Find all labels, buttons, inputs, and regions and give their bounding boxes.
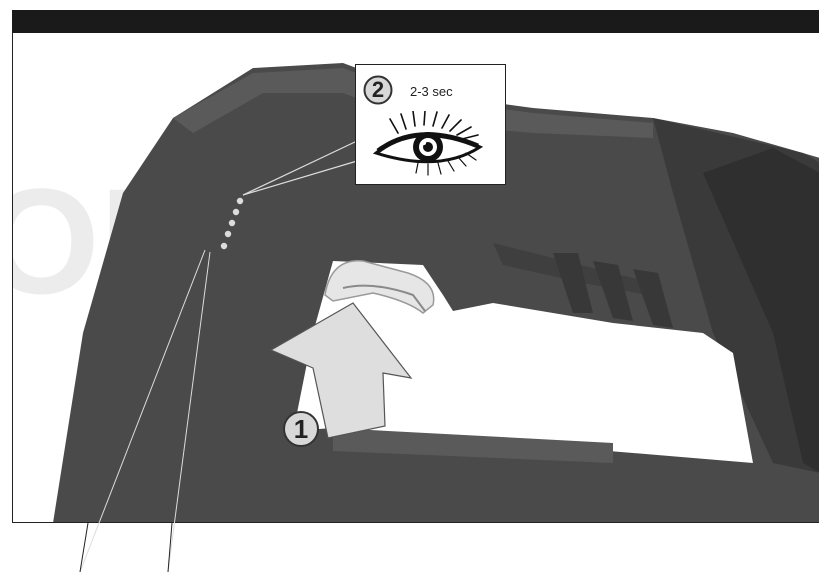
led-indicator bbox=[236, 197, 244, 205]
led-indicator bbox=[228, 219, 236, 227]
led-indicator bbox=[224, 230, 232, 238]
step-1-badge: 1 bbox=[282, 410, 320, 448]
duration-label: 2-3 sec bbox=[410, 84, 453, 99]
callout-box: 2 2-3 sec bbox=[355, 64, 506, 185]
header-bar bbox=[12, 10, 819, 33]
eye-icon bbox=[372, 111, 484, 176]
circle-icon bbox=[363, 75, 393, 105]
led-indicator bbox=[232, 208, 240, 216]
arrow-up-icon bbox=[269, 302, 413, 439]
led-indicator bbox=[220, 242, 228, 250]
circle-icon bbox=[283, 411, 319, 447]
step-2-number: 2 bbox=[371, 77, 385, 102]
step-2-badge: 2 bbox=[363, 75, 393, 105]
step-1-number: 1 bbox=[293, 414, 309, 444]
